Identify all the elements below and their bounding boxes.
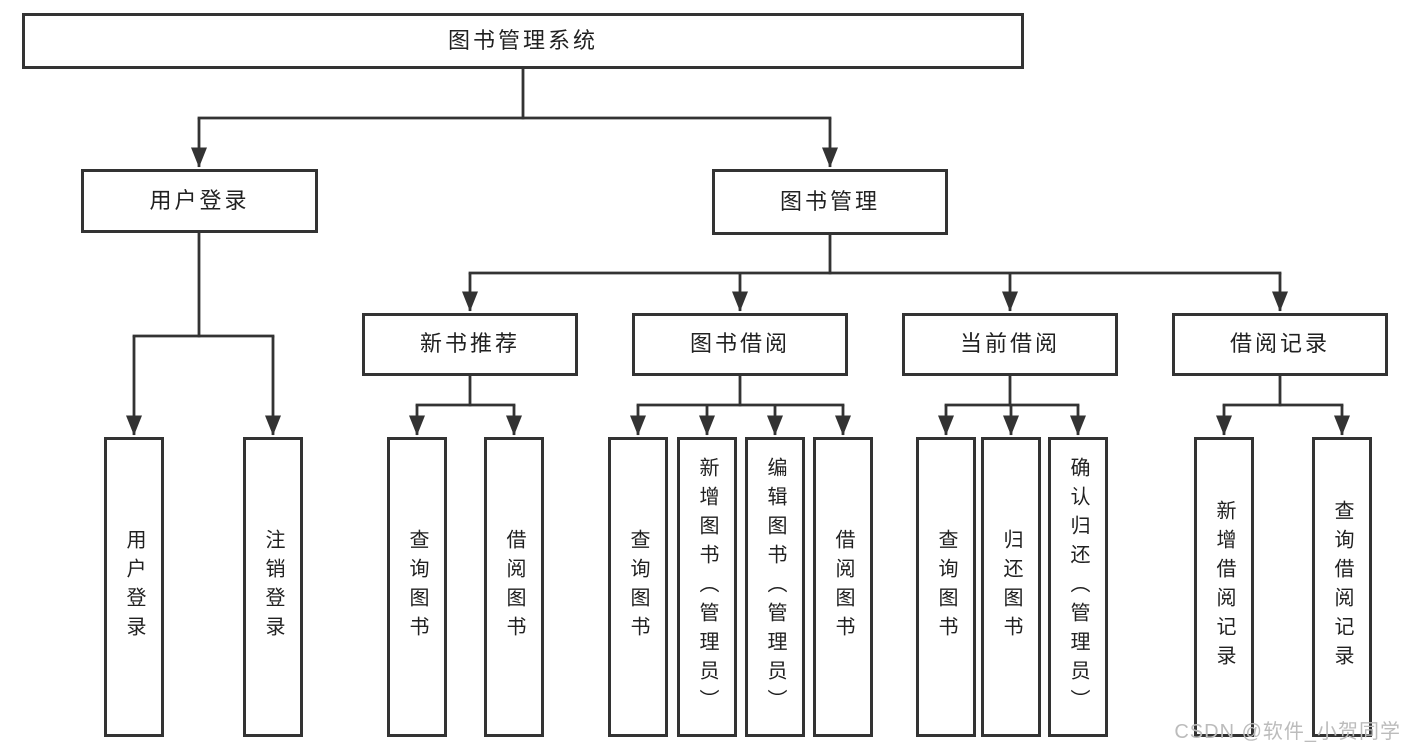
csdn-watermark: CSDN @软件_小贺同学	[1174, 721, 1401, 743]
leaf-borrow-book-recommend: 借阅图书	[484, 437, 544, 737]
leaf-edit-book-admin: 编辑图书（管理员）	[745, 437, 805, 737]
node-current-borrowing: 当前借阅	[902, 313, 1118, 376]
node-new-book-recommend: 新书推荐	[362, 313, 578, 376]
leaf-borrow-book-borrowing: 借阅图书	[813, 437, 873, 737]
leaf-add-book-admin: 新增图书（管理员）	[677, 437, 737, 737]
leaf-return-book: 归还图书	[981, 437, 1041, 737]
leaf-user-login: 用户登录	[104, 437, 164, 737]
node-borrowing-records: 借阅记录	[1172, 313, 1388, 376]
leaf-add-borrow-record: 新增借阅记录	[1194, 437, 1254, 737]
node-book-borrowing: 图书借阅	[632, 313, 848, 376]
leaf-logout: 注销登录	[243, 437, 303, 737]
leaf-query-book-borrowing: 查询图书	[608, 437, 668, 737]
leaf-query-book-recommend: 查询图书	[387, 437, 447, 737]
leaf-query-borrow-record: 查询借阅记录	[1312, 437, 1372, 737]
node-system-root: 图书管理系统	[22, 13, 1024, 69]
node-user-login: 用户登录	[81, 169, 318, 233]
leaf-confirm-return-admin: 确认归还（管理员）	[1048, 437, 1108, 737]
leaf-query-book-current: 查询图书	[916, 437, 976, 737]
node-book-management: 图书管理	[712, 169, 948, 235]
